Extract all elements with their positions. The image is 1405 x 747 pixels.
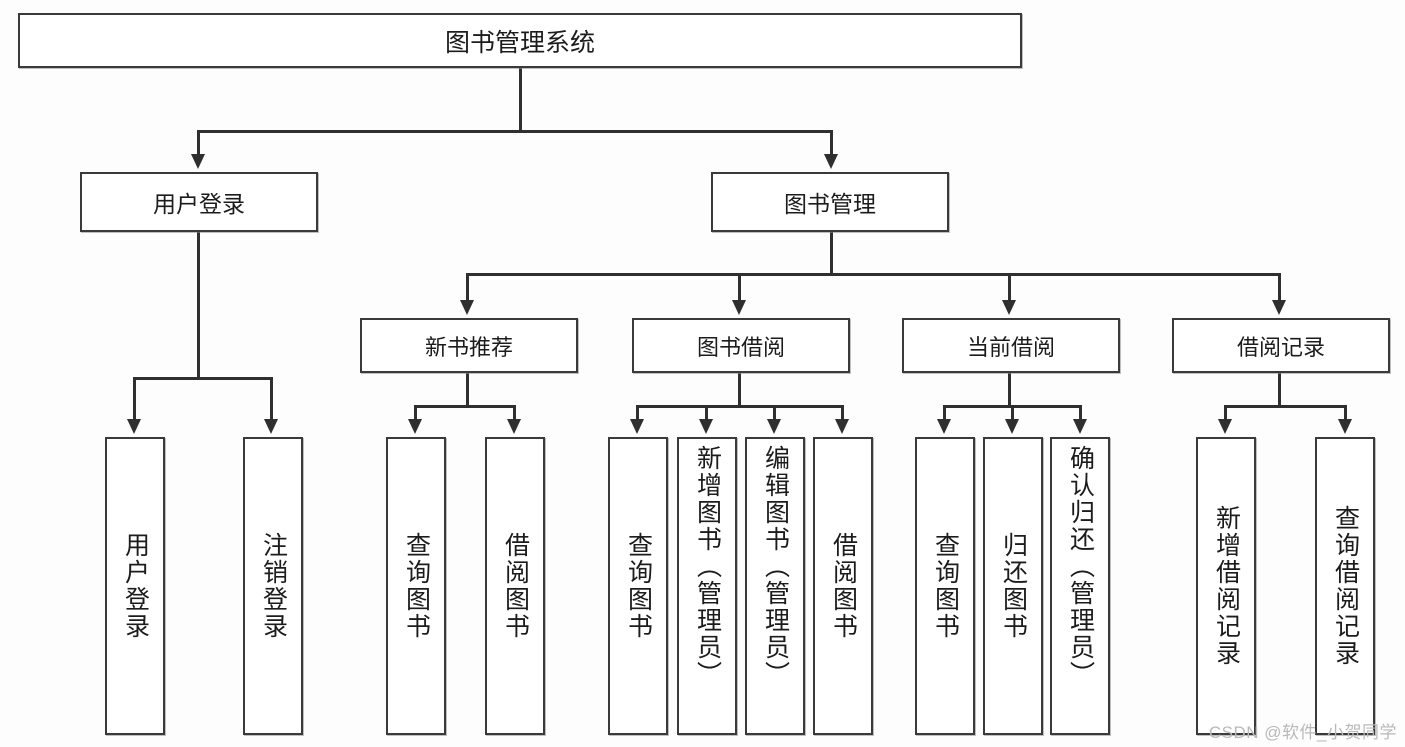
leaf-node-logout[interactable]: 注销登录	[243, 437, 303, 735]
arrow-br-to-query-record	[1338, 419, 1352, 434]
arrow-to-current-borrow	[1002, 300, 1016, 315]
connector-book-borrow-drop-2	[705, 405, 708, 421]
leaf-label: 确认归还（管理员）	[1066, 445, 1095, 688]
connector-book-mgmt-drop-2	[738, 273, 741, 302]
leaf-label: 新增图书（管理员）	[693, 445, 722, 688]
connector-book-mgmt-drop-3	[1008, 273, 1011, 302]
arrow-nbr-to-borrow-book	[507, 419, 521, 434]
leaf-label: 注销登录	[259, 532, 288, 640]
connector-borrow-record-bus	[1224, 405, 1346, 408]
leaf-node-add-book-admin[interactable]: 新增图书（管理员）	[677, 437, 737, 735]
leaf-label: 查询借阅记录	[1331, 505, 1360, 667]
leaf-node-query-borrow-record[interactable]: 查询借阅记录	[1315, 437, 1375, 735]
connector-root-to-book-mgmt	[830, 130, 833, 156]
leaf-node-borrow-book-nbr[interactable]: 借阅图书	[485, 437, 545, 735]
arrow-bb-to-query-book	[630, 419, 644, 434]
arrow-nbr-to-query-book	[408, 419, 422, 434]
leaf-node-query-book-cb[interactable]: 查询图书	[915, 437, 975, 735]
leaf-label: 编辑图书（管理员）	[761, 445, 790, 688]
connector-current-borrow-drop-1	[943, 405, 946, 421]
connector-current-borrow-drop-2	[1011, 405, 1014, 421]
arrow-bb-to-add-book	[699, 419, 713, 434]
leaf-node-add-borrow-record[interactable]: 新增借阅记录	[1196, 437, 1256, 735]
arrow-cb-to-confirm-return	[1073, 419, 1087, 434]
connector-borrow-record-stem	[1278, 373, 1281, 407]
connector-book-borrow-drop-4	[841, 405, 844, 421]
connector-book-mgmt-stem	[830, 232, 833, 276]
connector-borrow-record-drop-1	[1224, 405, 1227, 421]
arrow-cb-to-query-book	[937, 419, 951, 434]
leaf-node-query-book-nbr[interactable]: 查询图书	[386, 437, 446, 735]
leaf-label: 查询图书	[624, 532, 653, 640]
connector-new-book-rec-stem	[466, 373, 469, 407]
connector-book-mgmt-bus	[466, 273, 1281, 276]
connector-current-borrow-drop-3	[1079, 405, 1082, 421]
leaf-label: 新增借阅记录	[1212, 505, 1241, 667]
arrow-root-to-user-login	[191, 154, 205, 169]
leaf-label: 查询图书	[931, 532, 960, 640]
arrow-to-leaf-logout	[264, 419, 278, 434]
connector-root-stem	[519, 68, 522, 132]
leaf-label: 用户登录	[121, 532, 150, 640]
arrow-bb-to-borrow-book	[835, 419, 849, 434]
arrow-to-borrow-record	[1272, 300, 1286, 315]
connector-book-mgmt-drop-4	[1278, 273, 1281, 302]
connector-book-borrow-bus	[636, 405, 844, 408]
arrow-bb-to-edit-book	[767, 419, 781, 434]
leaf-label: 借阅图书	[829, 532, 858, 640]
leaf-node-user-login[interactable]: 用户登录	[105, 437, 165, 735]
leaf-node-edit-book-admin[interactable]: 编辑图书（管理员）	[745, 437, 805, 735]
connector-current-borrow-stem	[1008, 373, 1011, 407]
connector-borrow-record-drop-2	[1344, 405, 1347, 421]
leaf-node-return-book[interactable]: 归还图书	[983, 437, 1043, 735]
connector-book-borrow-drop-3	[773, 405, 776, 421]
connector-new-book-rec-bus	[414, 405, 514, 408]
node-new-book-recommend[interactable]: 新书推荐	[360, 318, 578, 373]
node-user-login[interactable]: 用户登录	[80, 172, 318, 232]
csdn-watermark: CSDN @软件_小贺同学	[1208, 723, 1397, 742]
arrow-to-book-borrow	[732, 300, 746, 315]
connector-book-mgmt-drop-1	[466, 273, 469, 302]
node-book-borrow[interactable]: 图书借阅	[632, 318, 850, 373]
connector-book-borrow-stem	[738, 373, 741, 407]
connector-new-book-rec-drop-2	[513, 405, 516, 421]
connector-root-bus	[197, 130, 833, 133]
arrow-cb-to-return-book	[1005, 419, 1019, 434]
node-root-system[interactable]: 图书管理系统	[18, 13, 1022, 68]
leaf-node-borrow-book-bb[interactable]: 借阅图书	[813, 437, 873, 735]
leaf-node-confirm-return-admin[interactable]: 确认归还（管理员）	[1050, 437, 1110, 735]
arrow-root-to-book-mgmt	[824, 154, 838, 169]
connector-user-login-drop-2	[270, 377, 273, 421]
leaf-label: 借阅图书	[501, 532, 530, 640]
connector-user-login-drop-1	[133, 377, 136, 421]
leaf-node-query-book-bb[interactable]: 查询图书	[608, 437, 668, 735]
connector-new-book-rec-drop-1	[414, 405, 417, 421]
connector-user-login-stem	[197, 232, 200, 379]
node-borrow-record[interactable]: 借阅记录	[1172, 318, 1390, 373]
leaf-label: 查询图书	[402, 532, 431, 640]
arrow-br-to-add-record	[1218, 419, 1232, 434]
connector-root-to-user-login	[197, 130, 200, 156]
node-book-management[interactable]: 图书管理	[711, 172, 949, 232]
connector-user-login-bus	[133, 377, 270, 380]
leaf-label: 归还图书	[999, 532, 1028, 640]
arrow-to-leaf-user-login	[127, 419, 141, 434]
arrow-to-new-book-rec	[460, 300, 474, 315]
connector-book-borrow-drop-1	[636, 405, 639, 421]
node-current-borrow[interactable]: 当前借阅	[902, 318, 1120, 373]
